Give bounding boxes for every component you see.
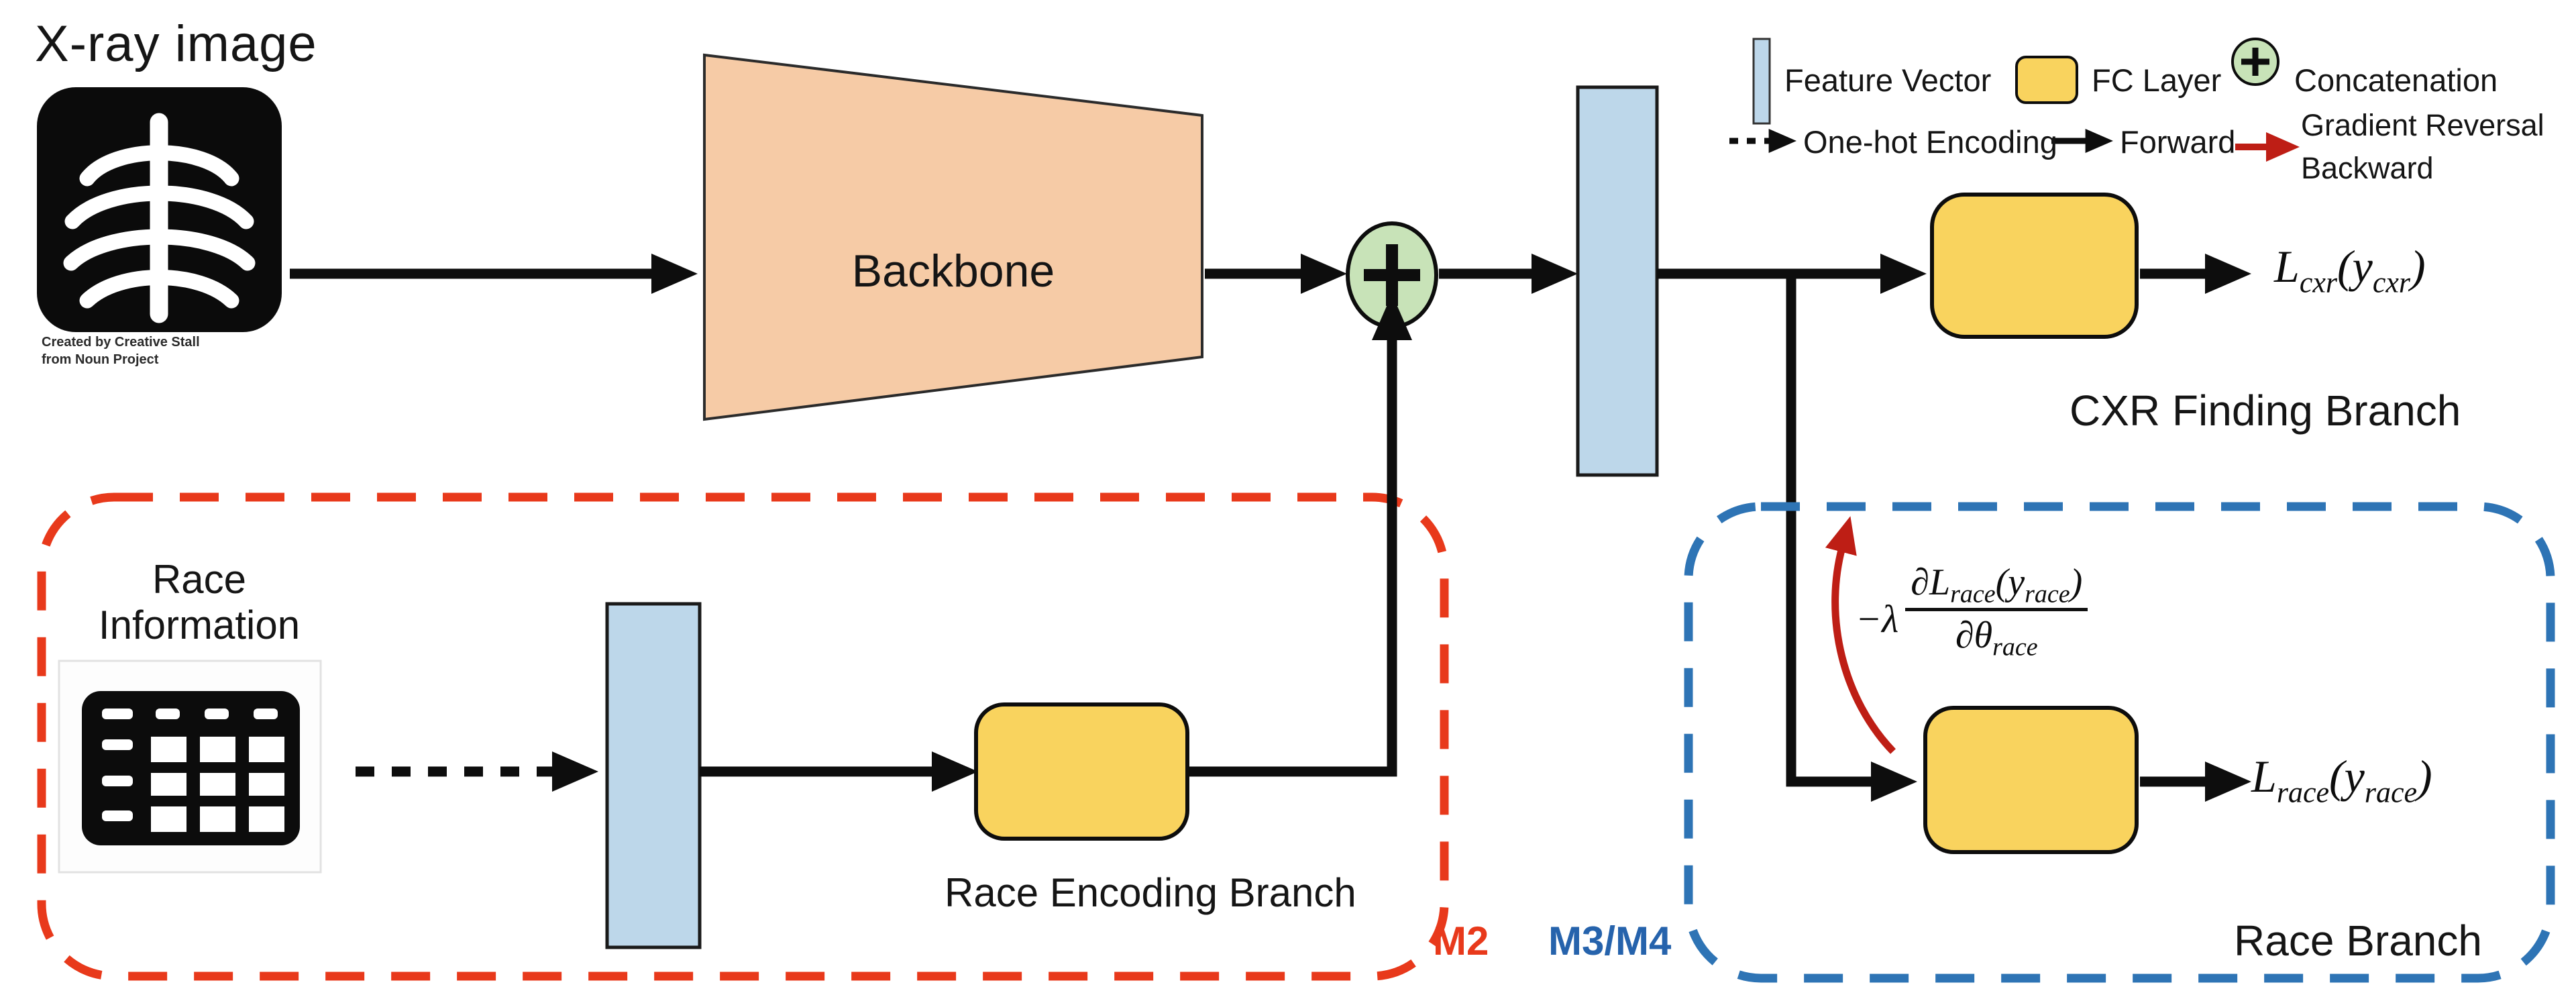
icon-attribution: Created by Creative Stall from Noun Proj… (42, 333, 200, 368)
formula-numerator: ∂Lrace(yrace) (1905, 561, 2088, 611)
legend-gradient-reversal-label: Gradient Reversal Backward (2301, 104, 2576, 190)
formula-prefix: −λ (1856, 597, 1899, 641)
gradient-reversal-line2: Backward (2301, 150, 2434, 185)
race-branch-box (1684, 502, 2555, 983)
legend-forward-label: Forward (2120, 124, 2236, 160)
xray-image-icon (37, 87, 282, 332)
formula-denominator: ∂θrace (1955, 611, 2038, 660)
race-information-label: Race Information (39, 557, 360, 648)
gradient-reversal-arrow (1825, 516, 1896, 754)
m2-tag: M2 (1433, 919, 1489, 963)
attribution-line1: Created by Creative Stall (42, 335, 200, 350)
concatenation-node (1346, 221, 1438, 329)
num-close: ) (2070, 562, 2083, 603)
race-encoding-branch-label: Race Encoding Branch (945, 870, 1356, 915)
legend-concatenation-icon (2231, 38, 2279, 86)
loss-arg: y (2344, 751, 2365, 802)
legend-fc-layer-label: FC Layer (2092, 62, 2222, 98)
partial-symbol: ∂ (1911, 562, 1929, 603)
loss-base-sub: cxr (2299, 266, 2338, 299)
paren-close: ) (2410, 241, 2426, 292)
branch-line-to-race-fc (1786, 278, 1917, 802)
paren-close: ) (2417, 751, 2432, 802)
cxr-finding-branch-label: CXR Finding Branch (2070, 386, 2461, 435)
backbone-label: Backbone (851, 246, 1055, 297)
loss-base: L (2274, 241, 2300, 292)
loss-base: L (2251, 751, 2277, 802)
loss-arg: y (2352, 241, 2373, 292)
race-encoding-branch-box (37, 492, 1449, 981)
cxr-loss-formula: Lcxr(ycxr) (2274, 240, 2426, 297)
legend-feature-vector-swatch (1752, 38, 1771, 125)
cxr-fc-layer (1930, 193, 2139, 339)
num-y: y (2008, 562, 2025, 603)
race-table-icon (58, 660, 322, 874)
race-branch-label: Race Branch (2234, 916, 2482, 965)
race-info-line2: Information (98, 602, 301, 647)
formula-fraction: ∂Lrace(yrace) ∂θrace (1905, 561, 2088, 660)
legend-one-hot-label: One-hot Encoding (1803, 124, 2057, 160)
num-L-sub: race (1950, 580, 1996, 609)
race-encoding-fc-layer (974, 702, 1189, 841)
attribution-line2: from Noun Project (42, 352, 159, 367)
gradient-reversal-formula: −λ ∂Lrace(yrace) ∂θrace (1856, 561, 2088, 660)
race-feature-vector (605, 602, 702, 949)
backbone-trapezoid (703, 53, 1203, 421)
joint-feature-vector (1576, 85, 1659, 477)
legend-graphics (1729, 38, 2300, 162)
race-encoding-to-concat-line (1187, 294, 1412, 777)
loss-arg-sub: cxr (2372, 266, 2411, 299)
legend-feature-vector-label: Feature Vector (1784, 62, 1992, 98)
xray-image-label: X-ray image (35, 15, 317, 72)
gradient-reversal-line1: Gradient Reversal (2301, 108, 2544, 142)
num-open: ( (1995, 562, 2008, 603)
race-loss-formula: Lrace(yrace) (2251, 750, 2432, 807)
loss-base-sub: race (2276, 776, 2330, 809)
race-fc-layer (1923, 706, 2139, 854)
legend-concatenation-label: Concatenation (2294, 62, 2498, 98)
paren-open: ( (2329, 751, 2345, 802)
den-sub: race (1992, 633, 2038, 662)
m3-m4-tag: M3/M4 (1548, 919, 1672, 963)
num-y-sub: race (2025, 580, 2070, 609)
race-info-line1: Race (152, 557, 247, 602)
num-L: L (1929, 562, 1951, 603)
legend-fc-layer-swatch (2015, 56, 2078, 104)
paren-open: ( (2337, 241, 2353, 292)
den-partial-theta: ∂θ (1955, 615, 1993, 656)
loss-arg-sub: race (2364, 776, 2418, 809)
